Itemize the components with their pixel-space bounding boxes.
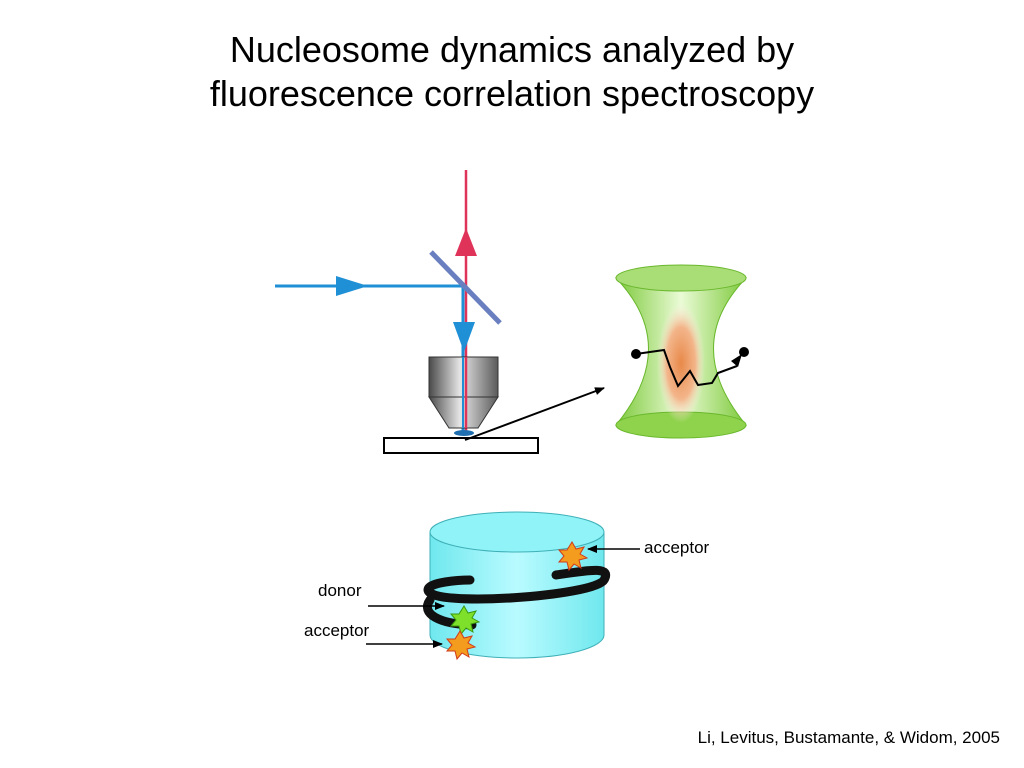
slide-title: Nucleosome dynamics analyzed by fluoresc… [0, 28, 1024, 116]
laser-spot [657, 303, 705, 423]
dichroic-mirror [429, 250, 502, 325]
trajectory-start-dot [631, 349, 641, 359]
microscope-objective-icon [428, 356, 499, 436]
title-line-2: fluorescence correlation spectroscopy [209, 73, 815, 114]
histone-core-top [429, 511, 605, 553]
nucleosome: acceptor donor acceptor [304, 511, 710, 661]
excitation-down-arrow [453, 322, 475, 352]
donor-dye [449, 605, 481, 636]
zoom-arrow [464, 387, 605, 441]
trajectory-end-arrow [731, 354, 742, 367]
title-line-1: Nucleosome dynamics analyzed by [229, 29, 795, 70]
emission-up-arrow [455, 228, 477, 256]
acceptor-top-label: acceptor [644, 538, 710, 557]
acceptor-bottom-label: acceptor [304, 621, 370, 640]
excitation-right-arrow [336, 276, 368, 296]
donor-label: donor [318, 581, 362, 600]
acceptor-dye-top [557, 541, 589, 572]
diffusion-trajectory [635, 348, 738, 388]
focal-volume-top [615, 264, 747, 292]
acceptor-dye-bottom [445, 630, 477, 661]
focal-volume [614, 264, 749, 439]
trajectory-end-dot [739, 347, 749, 357]
microscope-setup [275, 170, 605, 454]
citation: Li, Levitus, Bustamante, & Widom, 2005 [697, 728, 1000, 747]
sample-slide [383, 437, 539, 454]
dna-upper-wrap [423, 565, 611, 604]
